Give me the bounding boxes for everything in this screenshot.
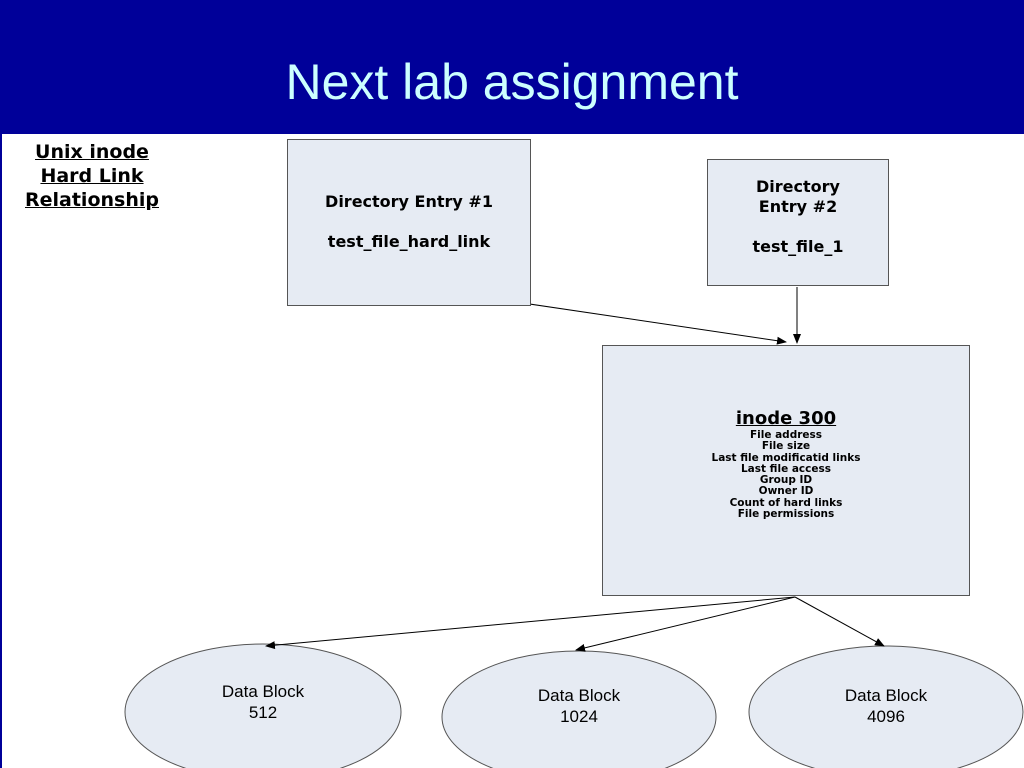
inode-field: File size [761, 440, 811, 453]
inode-field: Last file access [740, 462, 831, 475]
left-border [0, 134, 2, 768]
data-block-1024-label: Data Block 1024 [499, 685, 659, 727]
inode-field: Last file modificatid links [711, 451, 861, 464]
data-block-4096-label: Data Block 4096 [806, 685, 966, 727]
data-block-size: 1024 [560, 707, 598, 726]
inode-box: inode 300 File address File size Last fi… [602, 345, 970, 596]
data-block-512-label: Data Block 512 [183, 681, 343, 723]
directory-entry-2-name-line-2: Entry #2 [758, 197, 838, 216]
inode-field: Owner ID [758, 485, 814, 498]
link-inode-to-block-1024 [575, 596, 796, 652]
slide-title: Next lab assignment [285, 54, 739, 110]
diagram-title-line-1: Unix inode [35, 141, 149, 163]
data-block-label: Data Block [844, 686, 928, 705]
diagram-title: Unix inode Hard Link Relationship [0, 140, 184, 212]
directory-entry-1: Directory Entry #1 test_file_hard_link [287, 139, 531, 306]
link-inode-to-block-4096 [794, 596, 885, 647]
data-block-512-shape [124, 643, 402, 768]
link-inode-to-block-512 [265, 596, 796, 650]
directory-entry-1-name: Directory Entry #1 [325, 192, 493, 211]
data-block-label: Data Block [221, 682, 305, 701]
diagram-title-line-3: Relationship [25, 189, 159, 211]
directory-entry-1-file: test_file_hard_link [327, 232, 491, 251]
data-block-4096-shape [748, 645, 1024, 768]
directory-entry-2-name: Directory Entry #2 [708, 177, 888, 217]
data-block-size: 512 [248, 703, 278, 722]
inode-field: File address [749, 429, 823, 441]
inode-title: inode 300 [735, 408, 837, 429]
slide-header: Next lab assignment [0, 0, 1024, 134]
data-block-label: Data Block [537, 686, 621, 705]
directory-entry-2-name-line-1: Directory [756, 177, 840, 196]
inode-field: Count of hard links [729, 496, 843, 509]
inode-fields: File address File size Last file modific… [603, 429, 969, 521]
directory-entry-2-file: test_file_1 [752, 237, 844, 256]
directory-entry-2: Directory Entry #2 test_file_1 [707, 159, 889, 286]
inode-field: Group ID [759, 474, 813, 487]
inode-field: File permissions [737, 508, 835, 521]
diagram-title-line-2: Hard Link [40, 165, 144, 187]
data-block-size: 4096 [867, 707, 905, 726]
